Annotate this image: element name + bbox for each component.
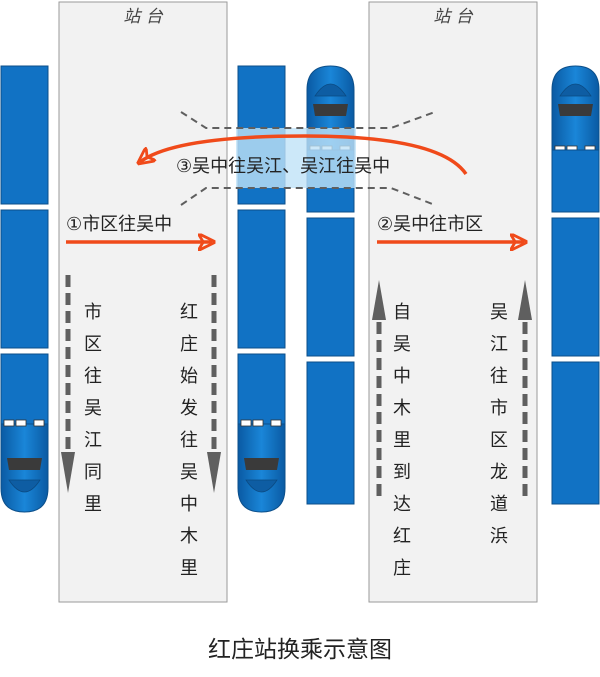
down-arrow-platform-left-a [61, 275, 75, 493]
up-arrow-platform-right-d [518, 280, 532, 500]
vertical-label-b: 红庄始发往吴中木里 [180, 302, 198, 579]
platform-left-label: 站 台 [123, 7, 163, 27]
down-arrow-platform-left-b [207, 275, 221, 493]
train-cab-icon [237, 419, 286, 513]
vertical-label-d: 吴江往市区龙道浜 [490, 302, 508, 547]
train-far-right [551, 65, 600, 505]
vertical-label-text: 自吴中木里到达红庄 [393, 302, 411, 579]
diagram-caption: 红庄站换乘示意图 [208, 637, 392, 663]
train-far-left [0, 65, 49, 513]
platform-right-label: 站 台 [433, 7, 473, 27]
vertical-label-text: 红庄始发往吴中木里 [180, 302, 198, 579]
vertical-label-text: 吴江往市区龙道浜 [490, 302, 508, 547]
train-cab-icon [0, 419, 49, 513]
vertical-label-text: 市区往吴江同里 [84, 302, 102, 515]
route2-label: ②吴中往市区 [377, 214, 483, 235]
up-arrow-platform-right-c [372, 280, 386, 500]
route3-label: ③吴中往吴江、吴江往吴中 [176, 156, 390, 177]
route3-arrow [140, 134, 468, 176]
vertical-label-c: 自吴中木里到达红庄 [393, 302, 411, 579]
vertical-label-a: 市区往吴江同里 [84, 302, 102, 515]
train-cab-icon [551, 65, 600, 153]
platform-right: 站 台 [368, 1, 538, 603]
route1-label: ①市区往吴中 [66, 214, 172, 235]
platform-left: 站 台 [58, 1, 228, 603]
